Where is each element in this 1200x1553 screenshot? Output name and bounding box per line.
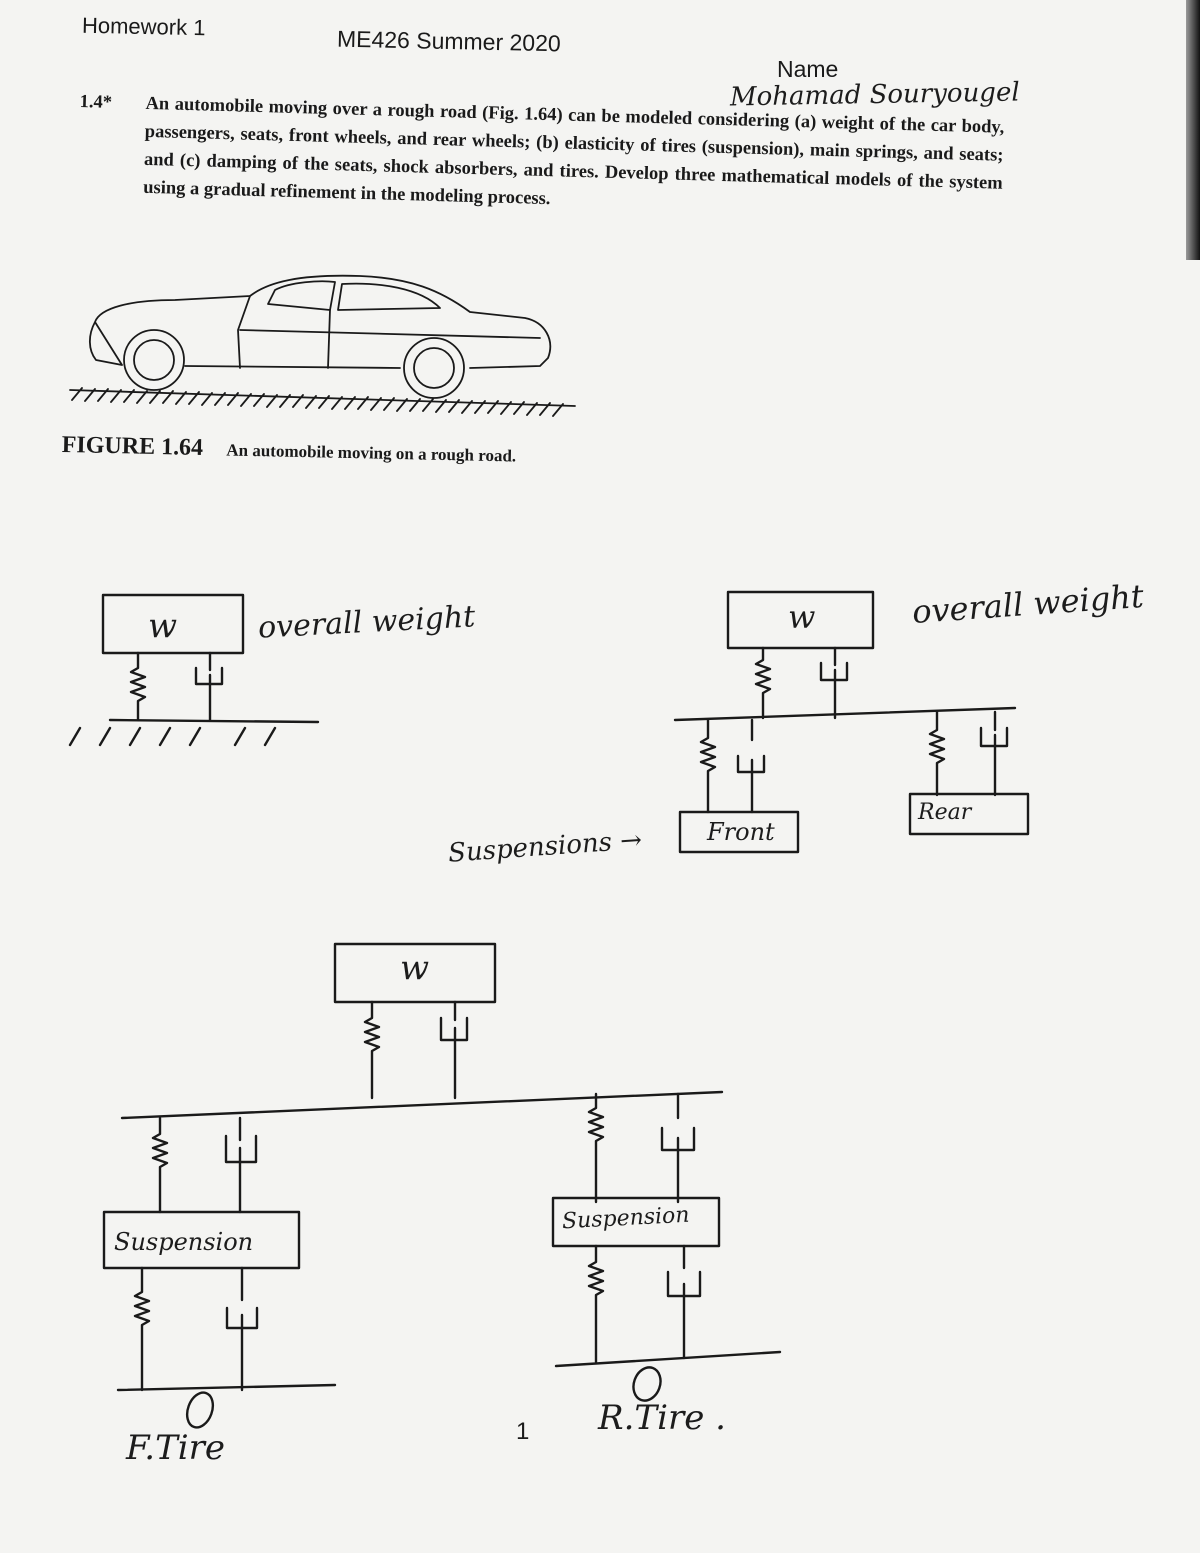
model-2-rear-label: Rear (918, 800, 972, 825)
model-2-mass-label: w (788, 598, 816, 636)
model-3-sketch (102, 942, 782, 1429)
rear-tire-label: R.Tire . (598, 1398, 726, 1438)
model-1-mass-label: w (148, 606, 178, 646)
model-3-mass-label: w (400, 948, 430, 988)
name-label: Name (777, 56, 839, 82)
figure-label: FIGURE 1.64 (61, 432, 204, 461)
front-tire-label: F.Tire (126, 1428, 226, 1468)
model-2-sketch (673, 590, 1030, 854)
page-number: 1 (516, 1418, 530, 1445)
model-2-front-label: Front (707, 818, 775, 846)
car-illustration (69, 274, 576, 417)
figure-caption-text: An automobile moving on a rough road. (226, 440, 517, 466)
model-3-left-suspension-label: Suspension (114, 1228, 254, 1256)
model-1-sketch (68, 593, 320, 747)
scan-page-edge (1186, 0, 1200, 260)
